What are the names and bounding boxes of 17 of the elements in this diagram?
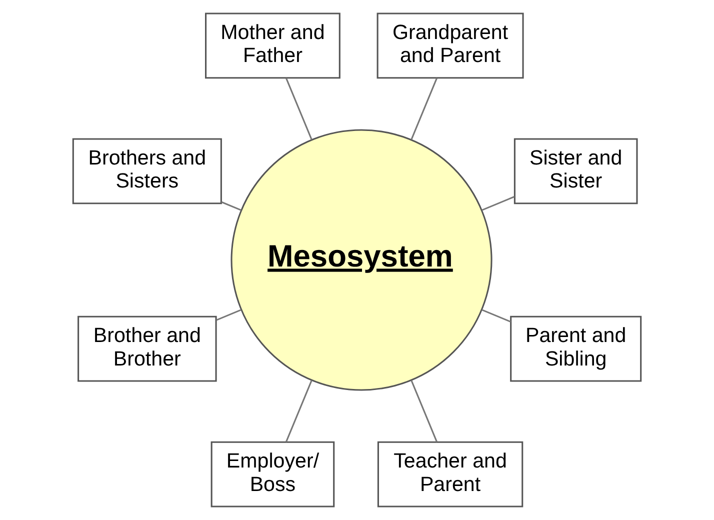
node-box: Brother and Brother [78, 316, 217, 382]
connector [410, 78, 438, 140]
node-box: Sister and Sister [514, 138, 638, 204]
connector [285, 78, 312, 140]
connector [410, 380, 438, 442]
connector [482, 196, 515, 211]
node-box: Employer/ Boss [210, 441, 335, 508]
node-box: Grandparent and Parent [376, 12, 524, 79]
node-box: Parent and Sibling [510, 316, 642, 382]
connector [221, 201, 242, 211]
connector [285, 380, 312, 442]
connector [216, 309, 242, 321]
node-box: Brothers and Sisters [72, 138, 222, 204]
node-box: Teacher and Parent [377, 441, 524, 508]
node-circle: Mesosystem [230, 129, 492, 391]
node-box: Mother and Father [205, 12, 340, 79]
connector [482, 309, 512, 323]
